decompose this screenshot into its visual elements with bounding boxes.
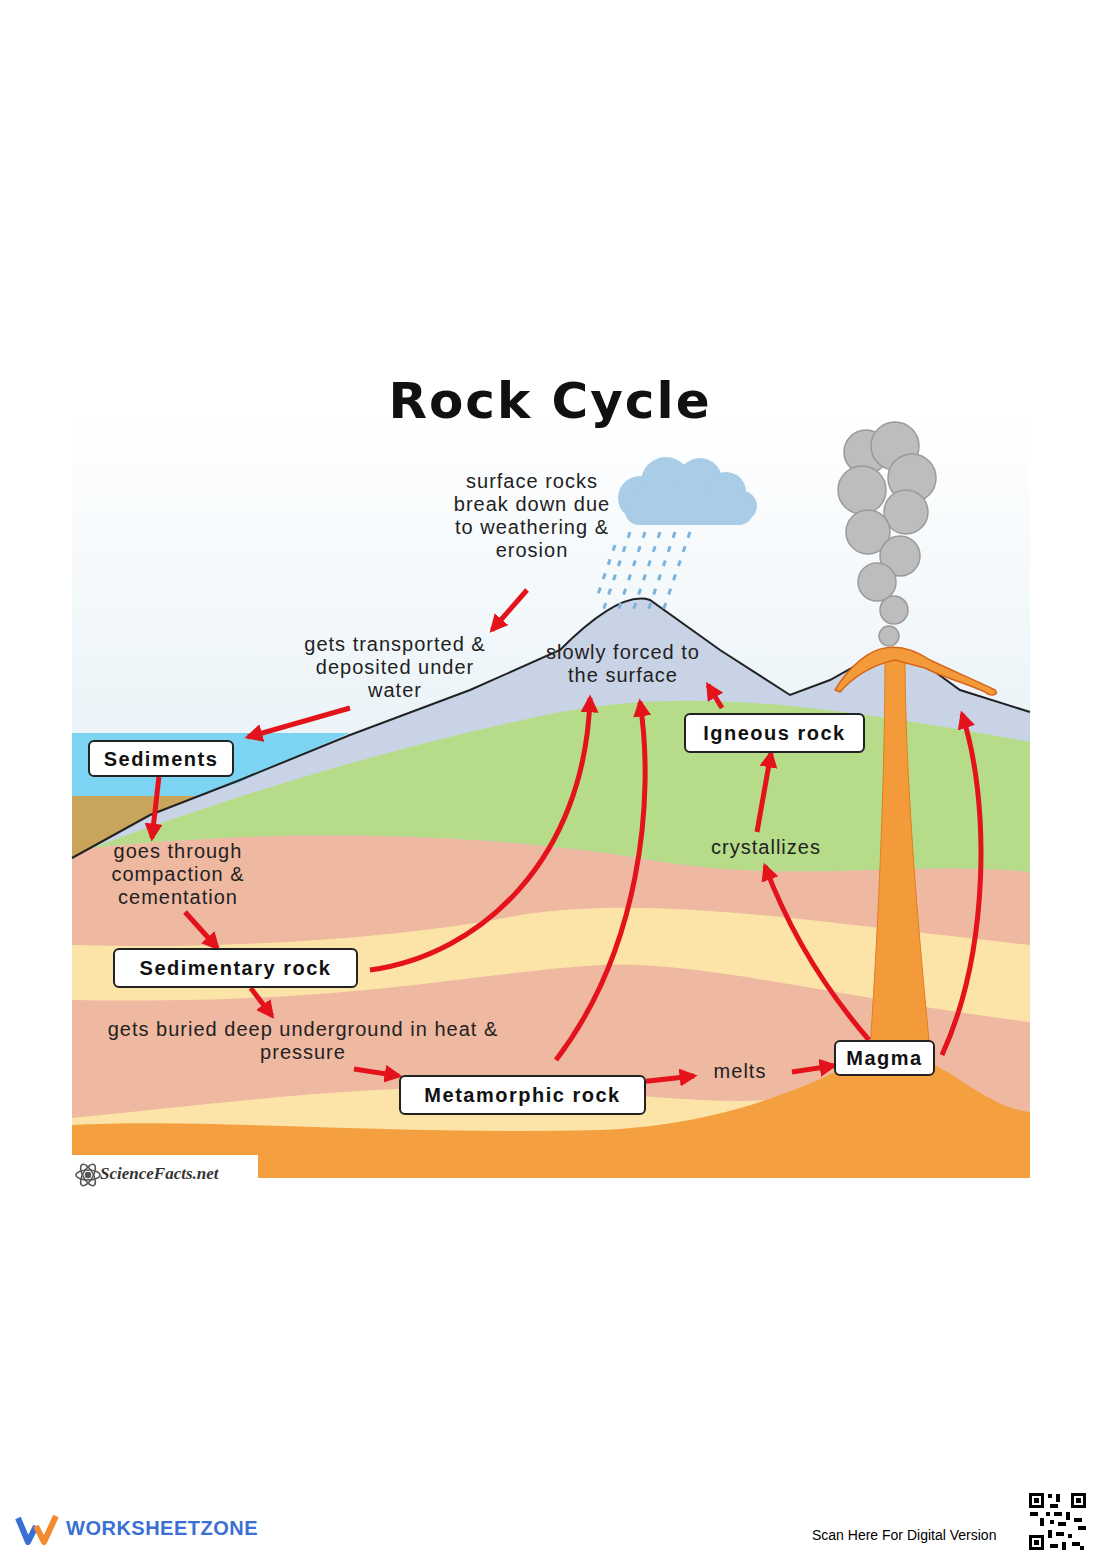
sedimentary-box: Sedimentary rock xyxy=(113,948,358,988)
process-label: gets buried deep underground in heat & p… xyxy=(107,1018,499,1064)
arrow-segment xyxy=(646,1076,694,1081)
process-note: slowly forced to the surface xyxy=(538,641,708,687)
magma-box: Magma xyxy=(834,1040,935,1076)
uplift-arrow xyxy=(942,714,981,1055)
arrow-segment xyxy=(792,1066,834,1072)
process-label: goes through compaction & cementation xyxy=(92,840,264,909)
arrow-segment xyxy=(757,753,771,832)
box-label: Sedimentary rock xyxy=(140,956,332,980)
igneous-box: Igneous rock xyxy=(684,713,865,753)
cloud-base xyxy=(625,495,753,525)
arrow-segment xyxy=(185,912,218,948)
process-note: surface rocks break down due to weatheri… xyxy=(447,470,617,562)
uplift-arrow xyxy=(556,702,645,1060)
ground-line xyxy=(72,599,1030,858)
sediments-box: Sediments xyxy=(88,740,234,777)
qr-code xyxy=(1028,1492,1086,1550)
logo-stroke xyxy=(36,1516,56,1542)
orbit xyxy=(76,1170,100,1180)
process-note: gets transported & deposited under water xyxy=(297,633,493,702)
box-label: Sediments xyxy=(104,747,219,771)
qr-background xyxy=(1028,1492,1086,1550)
uplift-arrow xyxy=(370,698,590,970)
logo-stroke xyxy=(18,1518,36,1542)
rain-drops xyxy=(596,532,690,614)
arrow-segment xyxy=(152,777,159,838)
qr-finder xyxy=(1029,1493,1086,1550)
smoke-puff xyxy=(880,596,908,624)
mountain xyxy=(72,599,1030,1178)
weathering-arrow xyxy=(492,590,527,630)
orbit xyxy=(78,1162,99,1188)
process-label: melts xyxy=(700,1060,780,1083)
rain-cloud xyxy=(618,457,757,525)
arrow-segment xyxy=(354,1069,399,1076)
diagram-title: Rock Cycle xyxy=(0,372,1100,430)
process-arrows xyxy=(248,590,981,1060)
logo-panel xyxy=(72,1155,258,1197)
box-label: Magma xyxy=(846,1046,922,1070)
worksheetzone-logo xyxy=(18,1516,56,1542)
flow-arrow xyxy=(152,777,218,948)
nucleus xyxy=(86,1173,91,1178)
lava-flow xyxy=(835,647,996,695)
source-logo: ScienceFacts.net xyxy=(100,1164,255,1184)
box-label: Metamorphic rock xyxy=(424,1083,620,1107)
smoke-puff xyxy=(884,490,928,534)
smoke-puff xyxy=(879,626,899,646)
brand-name: WORKSHEETZONE xyxy=(66,1517,296,1540)
process-label: crystallizes xyxy=(691,836,841,859)
volcano-smoke xyxy=(838,422,936,646)
volcano-conduit xyxy=(870,655,930,1050)
orbit xyxy=(78,1162,99,1188)
atom-icon xyxy=(76,1162,100,1188)
smoke-puff xyxy=(858,563,896,601)
qr-modules xyxy=(1030,1494,1086,1550)
flow-arrow xyxy=(757,753,869,1040)
qr-note: Scan Here For Digital Version xyxy=(812,1527,1028,1543)
sky xyxy=(72,418,1030,1178)
water xyxy=(72,733,350,796)
deposit-arrow xyxy=(248,708,350,737)
smoke-puff xyxy=(838,466,886,514)
metamorphic-box: Metamorphic rock xyxy=(399,1075,646,1115)
arrow-segment xyxy=(251,988,272,1016)
uplift-arrow xyxy=(708,685,722,708)
box-label: Igneous rock xyxy=(703,721,845,745)
arrow-segment xyxy=(765,866,869,1040)
